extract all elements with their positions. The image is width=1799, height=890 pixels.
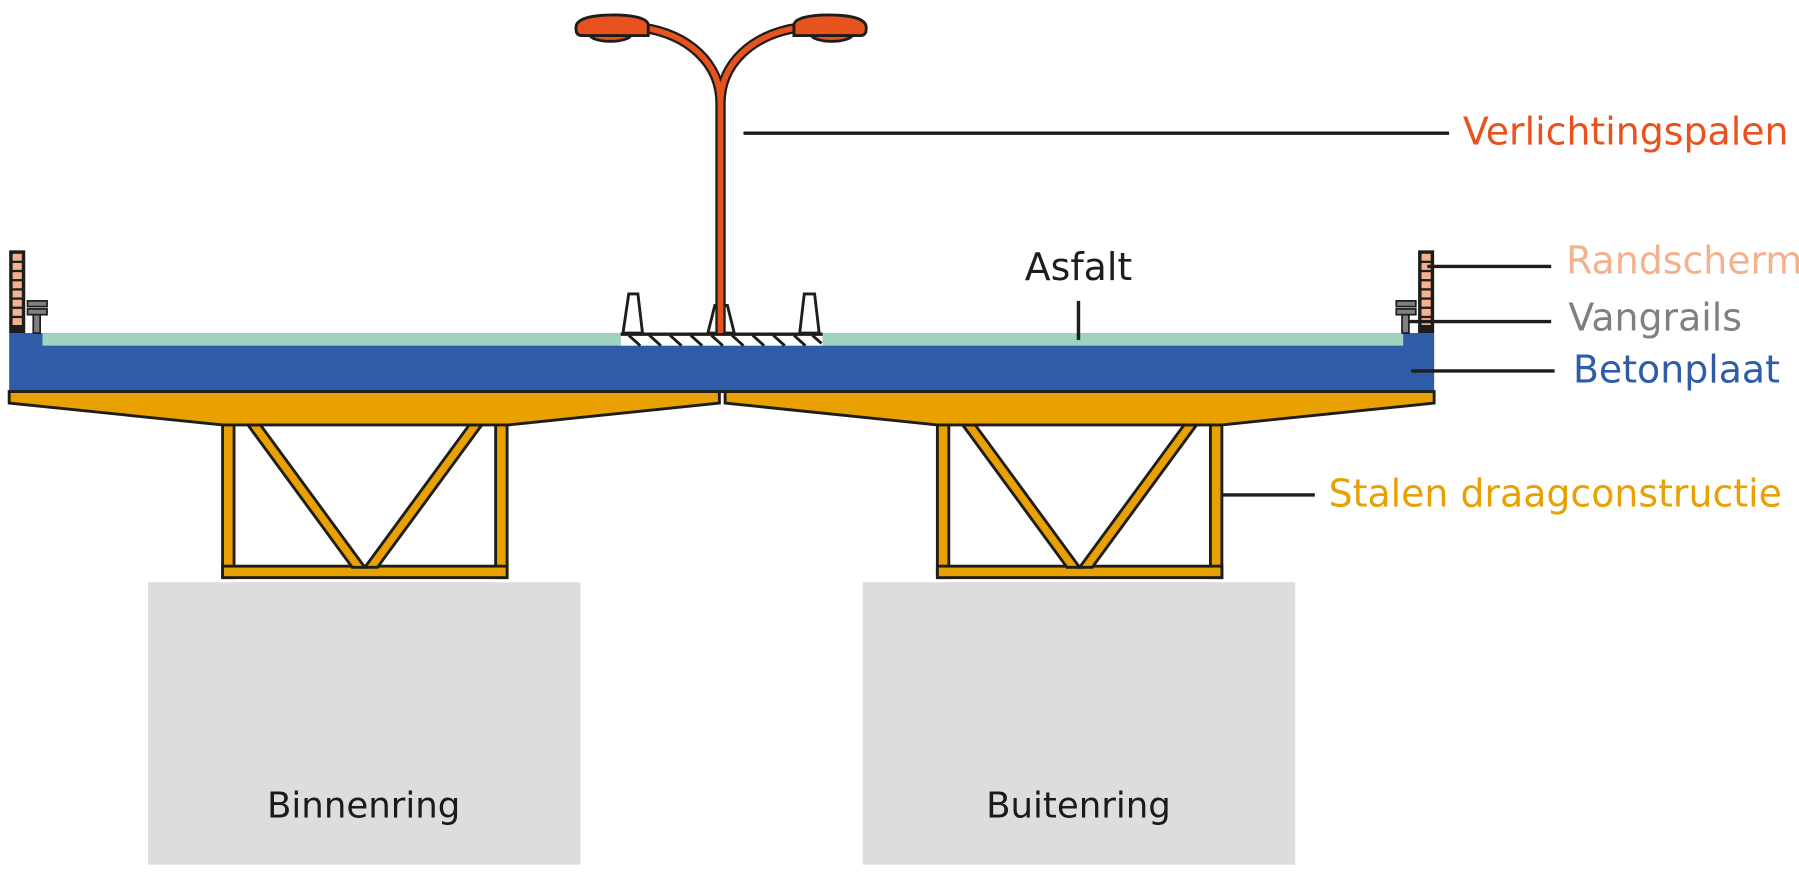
label-lighting-poles: Verlichtingspalen <box>1463 110 1789 154</box>
steel-girder <box>7 390 1436 427</box>
median-barrier-left <box>621 292 645 335</box>
asphalt-layer-right <box>822 333 1404 346</box>
pier-outer-label: Buitenring <box>986 786 1171 827</box>
median-barrier-right <box>798 292 821 335</box>
lamp-head-right <box>792 13 868 43</box>
steel-truss-right <box>935 421 1224 580</box>
edge-screen-left <box>9 250 26 334</box>
label-edge-screen: Randscherm <box>1566 238 1799 282</box>
label-concrete-slab: Betonplaat <box>1573 347 1780 391</box>
guardrail-right <box>1395 300 1417 334</box>
label-asphalt: Asfalt <box>1025 245 1132 289</box>
asphalt-layer-left <box>42 333 621 346</box>
pier-outer: Buitenring <box>862 582 1296 865</box>
label-guardrails: Vangrails <box>1568 296 1742 340</box>
label-steel-structure: Stalen draagconstructie <box>1329 471 1782 515</box>
lighting-pole <box>574 13 868 334</box>
steel-truss-left <box>221 421 509 580</box>
pier-inner-label: Binnenring <box>267 786 460 827</box>
pier-inner: Binnenring <box>148 582 581 865</box>
guardrail-left <box>26 300 48 334</box>
lamp-head-left <box>574 13 650 43</box>
